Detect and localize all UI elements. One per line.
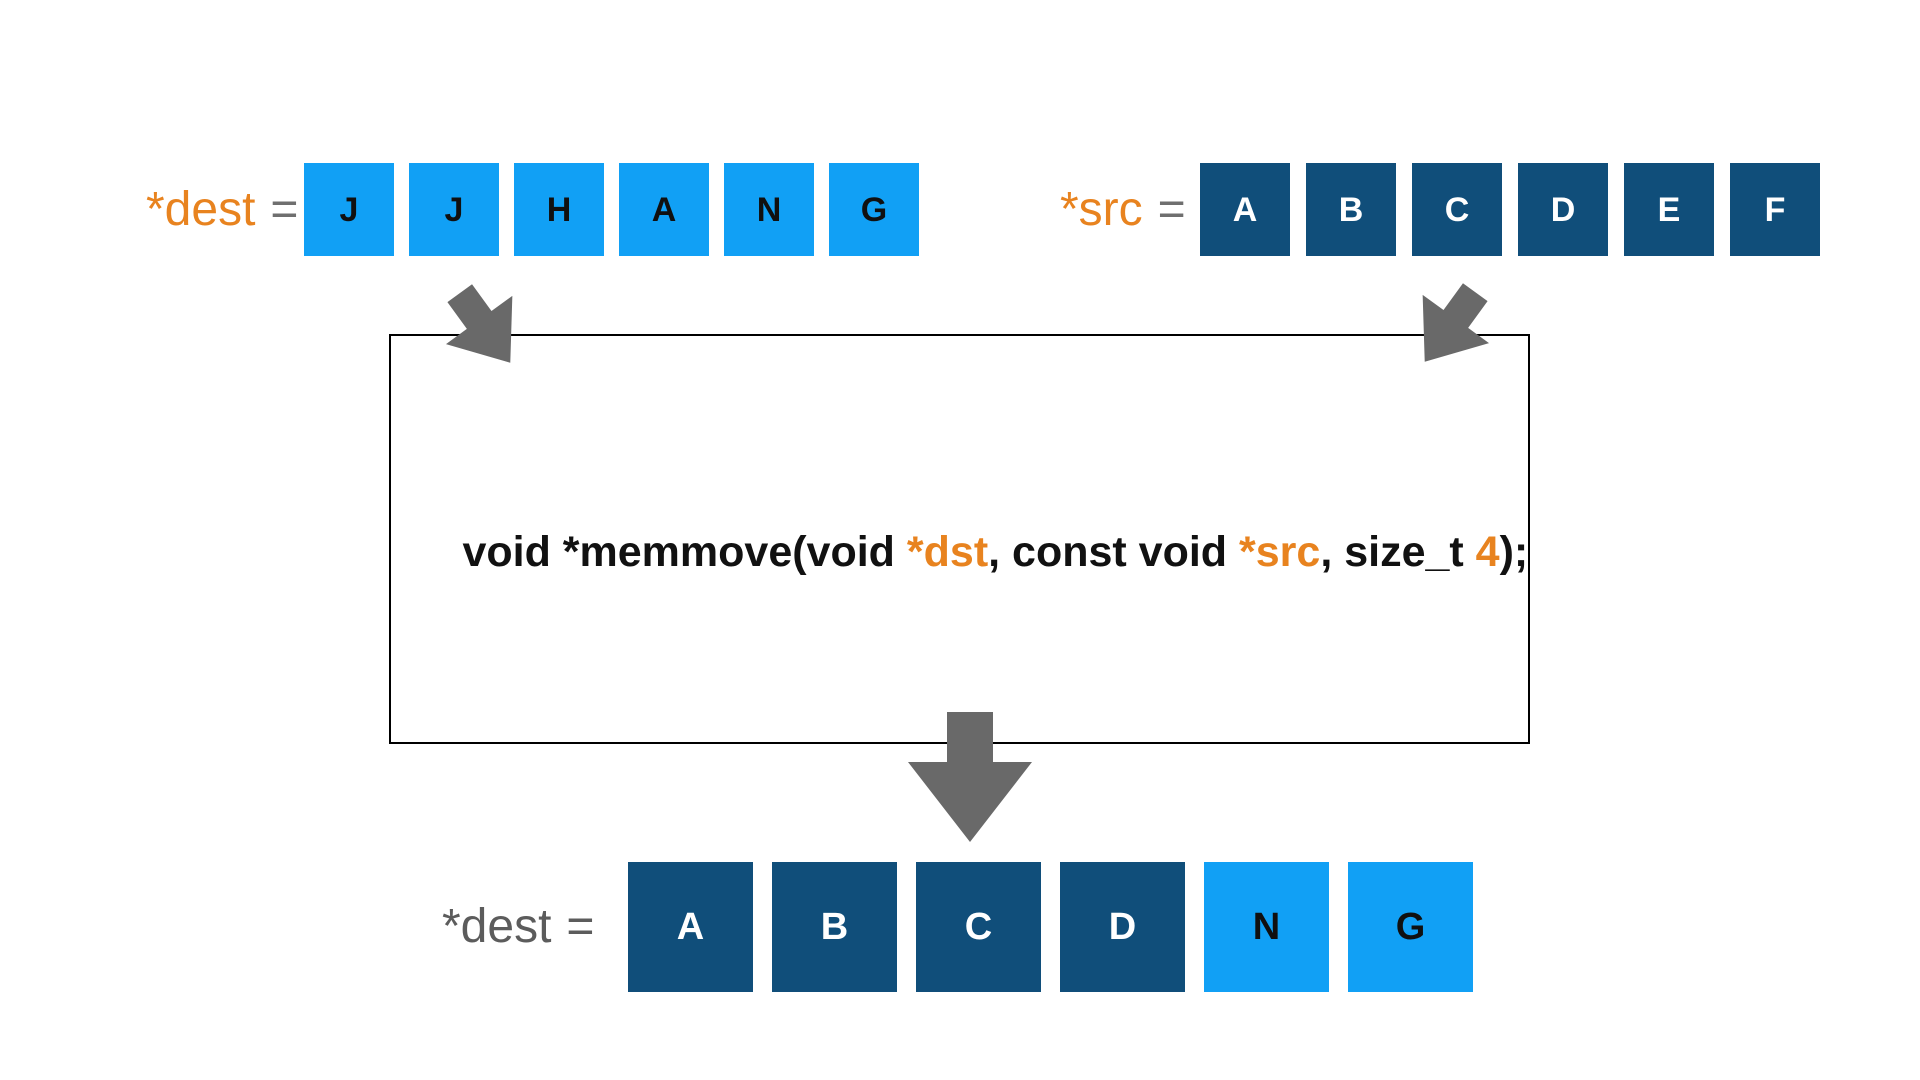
arrow-function-to-result <box>905 710 1035 844</box>
memory-cell: A <box>619 163 709 256</box>
dest-result-equals: = <box>566 900 595 953</box>
arrow-src-to-function <box>1389 265 1511 388</box>
dest-initial-row: J J H A N G <box>304 163 919 256</box>
memory-cell: C <box>916 862 1041 992</box>
memory-cell: A <box>1200 163 1290 256</box>
memory-cell: J <box>409 163 499 256</box>
code-text: , const void <box>988 527 1240 576</box>
dest-result-row: A B C D N G <box>628 862 1473 992</box>
memory-cell: N <box>1204 862 1329 992</box>
code-text: ); <box>1499 527 1529 576</box>
memory-cell: G <box>1348 862 1473 992</box>
memory-cell: N <box>724 163 814 256</box>
dest-result-label: *dest = <box>442 862 594 992</box>
arrow-dest-to-function <box>424 266 546 389</box>
code-text: , size_t <box>1320 527 1476 576</box>
src-label: *src = <box>1060 163 1186 256</box>
dest-result-label-text: *dest <box>442 900 552 953</box>
dest-initial-equals: = <box>270 182 299 236</box>
src-row: A B C D E F <box>1200 163 1820 256</box>
code-arg-size: 4 <box>1475 527 1500 576</box>
dest-initial-label-text: *dest <box>146 182 256 236</box>
memory-cell: A <box>628 862 753 992</box>
memory-cell: G <box>829 163 919 256</box>
memory-cell: E <box>1624 163 1714 256</box>
memmove-signature: void *memmove(void *dst, const void *src… <box>391 479 1528 626</box>
dest-initial-label: *dest = <box>146 163 298 256</box>
memmove-function-box: void *memmove(void *dst, const void *src… <box>389 334 1530 744</box>
src-label-text: *src <box>1060 182 1143 236</box>
memory-cell: F <box>1730 163 1820 256</box>
memory-cell: D <box>1518 163 1608 256</box>
memory-cell: J <box>304 163 394 256</box>
code-arg-dst: *dst <box>906 527 989 576</box>
memory-cell: B <box>1306 163 1396 256</box>
src-equals: = <box>1157 182 1186 236</box>
code-arg-src: *src <box>1239 527 1321 576</box>
code-text: void *memmove(void <box>462 527 907 576</box>
memory-cell: B <box>772 862 897 992</box>
memory-cell: D <box>1060 862 1185 992</box>
memory-cell: H <box>514 163 604 256</box>
memory-cell: C <box>1412 163 1502 256</box>
